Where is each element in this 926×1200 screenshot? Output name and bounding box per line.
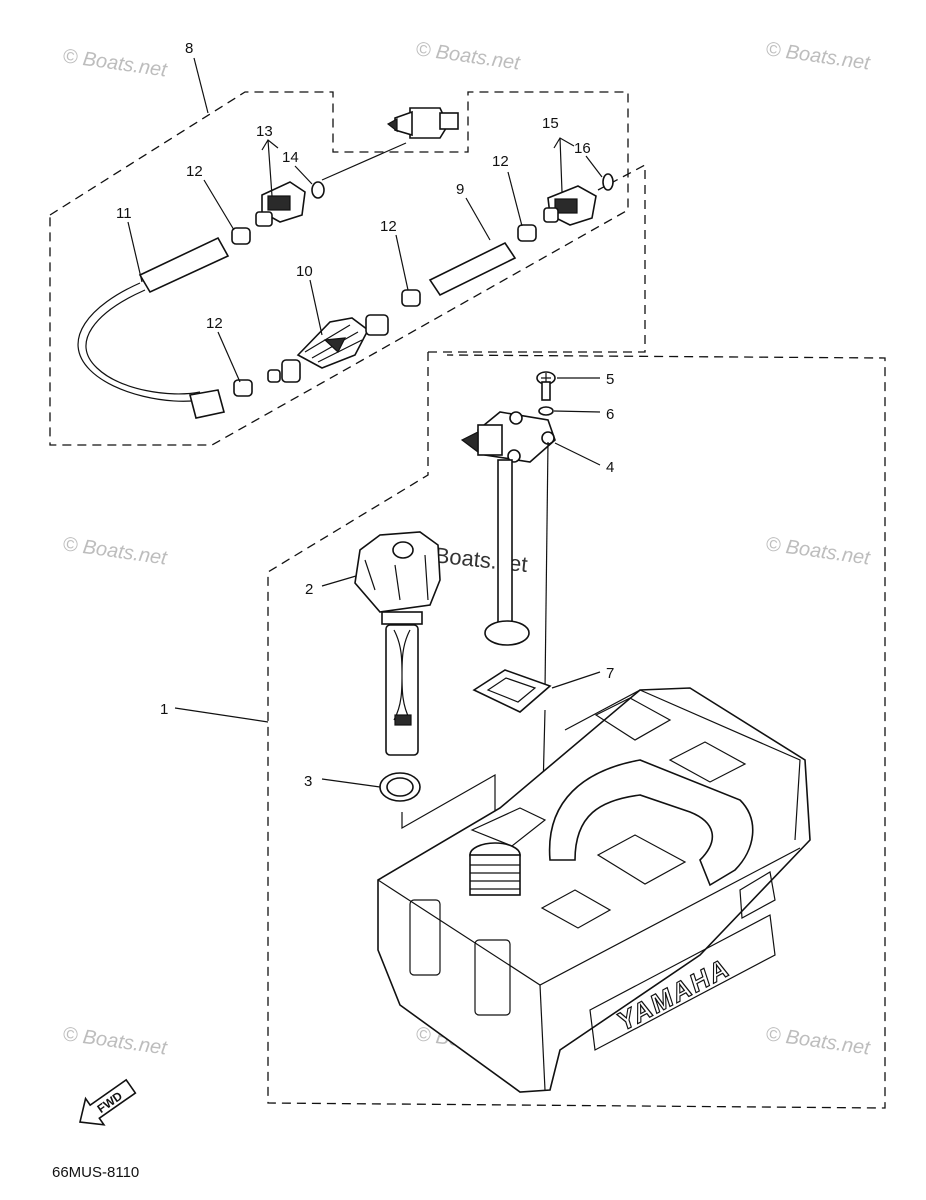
cap-2 <box>354 531 441 756</box>
fuel-meter-4 <box>460 411 556 831</box>
callout-11: 11 <box>116 205 132 222</box>
hose-9 <box>428 241 517 297</box>
callout-2: 2 <box>305 581 313 598</box>
fuel-connector <box>321 107 459 181</box>
callouts: 1 2 3 4 5 6 7 8 9 10 11 12 12 12 12 13 1… <box>116 40 614 790</box>
tank-assembly-frame <box>267 352 886 1109</box>
o-ring-16 <box>602 173 614 191</box>
callout-1: 1 <box>160 701 168 718</box>
watermark: © Boats.net <box>764 533 872 570</box>
callout-12: 12 <box>206 315 223 332</box>
callout-16: 16 <box>574 140 591 157</box>
hose-11 <box>77 236 230 419</box>
gasket-7 <box>472 669 552 713</box>
washer-6 <box>538 406 554 416</box>
leader-lines <box>127 57 603 788</box>
callout-7: 7 <box>606 665 614 682</box>
callout-5: 5 <box>606 371 614 388</box>
watermark: © Boats.net <box>764 38 872 75</box>
callout-8: 8 <box>185 40 193 57</box>
callout-12: 12 <box>492 153 509 170</box>
screw-5 <box>536 371 556 401</box>
watermark: © Boats.net <box>61 45 169 82</box>
primer-bulb-10 <box>267 314 389 383</box>
callout-4: 4 <box>606 459 614 476</box>
diagram-code: 66MUS-8110 <box>52 1164 139 1181</box>
hose-assembly-frame <box>49 91 629 446</box>
callout-12: 12 <box>380 218 397 235</box>
callout-12: 12 <box>186 163 203 180</box>
watermark: © Boats.net <box>764 1023 872 1060</box>
watermark: © Boats.net <box>61 533 169 570</box>
callout-9: 9 <box>456 181 464 198</box>
joint-13 <box>255 181 325 227</box>
joint-15 <box>543 173 614 226</box>
callout-13: 13 <box>256 123 273 140</box>
o-ring-3 <box>379 772 421 802</box>
fwd-arrow-icon: FWD <box>79 1078 137 1126</box>
fitting-subframe <box>428 163 646 353</box>
watermark: © Boats.net <box>414 38 522 75</box>
fuel-tank: YAMAHA <box>377 687 811 1093</box>
callout-10: 10 <box>296 263 313 280</box>
watermark: © Boats.net <box>61 1023 169 1060</box>
callout-6: 6 <box>606 406 614 423</box>
o-ring-14 <box>311 181 325 199</box>
callout-3: 3 <box>304 773 312 790</box>
callout-14: 14 <box>282 149 299 166</box>
callout-15: 15 <box>542 115 559 132</box>
clamps <box>231 224 537 397</box>
